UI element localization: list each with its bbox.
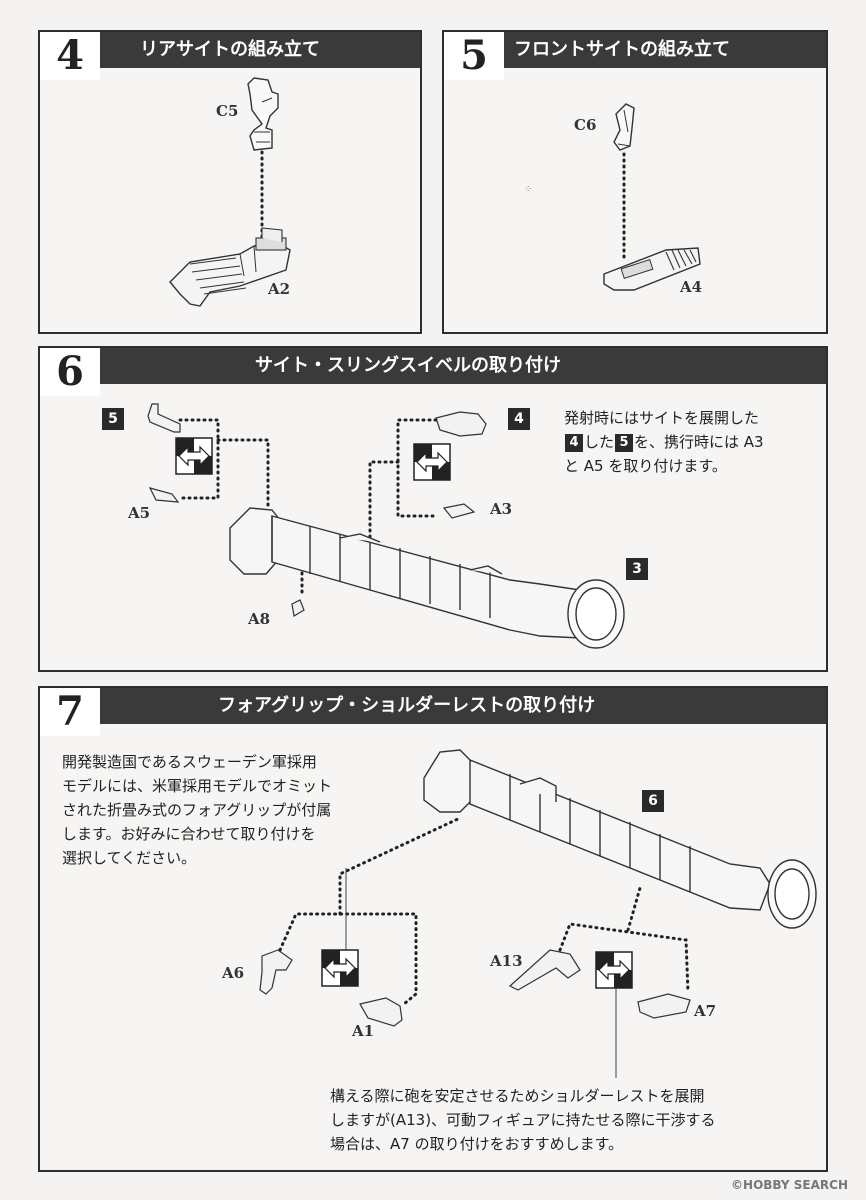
watermark: ©HOBBY SEARCH — [731, 1178, 848, 1192]
step-4-header: リアサイトの組み立て — [40, 32, 420, 68]
swap-arrows-icon — [321, 949, 359, 987]
note-top-line: モデルには、米軍採用モデルでオミット — [62, 777, 333, 795]
step-6-note-line-3: と A5 を取り付けます。 — [564, 457, 727, 475]
step-5-panel: フロントサイトの組み立て 5 ⁘ C6 A4 — [442, 30, 828, 334]
step-6-header: サイト・スリングスイベルの取り付け — [40, 348, 826, 384]
step-7-header: フォアグリップ・ショルダーレストの取り付け — [40, 688, 826, 724]
step-7-panel: フォアグリップ・ショルダーレストの取り付け 7 開発製造国であるスウェーデン軍採… — [38, 686, 828, 1172]
note-bottom-line: 場合は、A7 の取り付けをおすすめします。 — [330, 1135, 624, 1153]
part-c5-rear-sight-icon — [169, 77, 291, 307]
note-top-line: 選択してください。 — [62, 849, 197, 867]
launcher-tube-icon — [229, 507, 625, 649]
svg-text:⁘: ⁘ — [524, 184, 532, 195]
swap-arrows-icon — [595, 951, 633, 989]
label-a3: A3 — [490, 500, 513, 518]
label-a1: A1 — [352, 1022, 375, 1040]
label-a7: A7 — [694, 1002, 717, 1020]
note-bottom-line: しますが(A13)、可動フィギュアに持たせる際に干渉する — [330, 1111, 716, 1129]
inline-ref-5: 5 — [615, 434, 634, 452]
step-5-number: 5 — [444, 32, 504, 80]
note-top-line: します。お好みに合わせて取り付けを — [62, 825, 316, 843]
part-c6-front-sight-icon: ⁘ — [524, 103, 701, 291]
step-6-diagram — [147, 403, 625, 649]
ref-step-5-badge: 5 — [102, 408, 124, 430]
step-4-title: リアサイトの組み立て — [140, 39, 320, 60]
step-6-title: サイト・スリングスイベルの取り付け — [255, 355, 561, 376]
label-a8: A8 — [248, 610, 271, 628]
step-5-title: フロントサイトの組み立て — [514, 39, 730, 60]
step-7-number: 7 — [40, 688, 100, 736]
ref-step-4-badge: 4 — [508, 408, 530, 430]
step-7-diagram — [259, 749, 817, 1078]
note-tail: を、携行時には A3 — [634, 433, 764, 451]
swap-arrows-icon — [175, 437, 213, 475]
label-a13: A13 — [490, 952, 523, 970]
step-6-panel: サイト・スリングスイベルの取り付け 6 5 4 3 — [38, 346, 828, 672]
label-a4: A4 — [680, 278, 703, 296]
inline-ref-4: 4 — [565, 434, 583, 452]
note-bottom-line: 構える際に砲を安定させるためショルダーレストを展開 — [330, 1087, 705, 1105]
step-5-header: フロントサイトの組み立て — [444, 32, 826, 68]
label-c5: C5 — [216, 102, 239, 120]
step-4-panel: リアサイトの組み立て 4 C5 A2 — [38, 30, 422, 334]
note-top-line: された折畳み式のフォアグリップが付属 — [62, 801, 332, 819]
step-7-note-top: 開発製造国であるスウェーデン軍採用 モデルには、米軍採用モデルでオミット された… — [62, 750, 332, 870]
swap-arrows-icon — [413, 443, 451, 481]
note-top-line: 開発製造国であるスウェーデン軍採用 — [62, 753, 317, 771]
label-c6: C6 — [574, 116, 597, 134]
label-a6: A6 — [222, 964, 245, 982]
step-4-number: 4 — [40, 32, 100, 80]
step-7-title: フォアグリップ・ショルダーレストの取り付け — [218, 695, 596, 716]
launcher-tube-icon — [423, 749, 817, 929]
step-7-note-bottom: 構える際に砲を安定させるためショルダーレストを展開 しますが(A13)、可動フィ… — [330, 1084, 715, 1156]
step-6-note-line-1: 発射時にはサイトを展開した — [564, 409, 760, 427]
ref-step-3-badge: 3 — [626, 558, 648, 580]
step-6-number: 6 — [40, 348, 100, 396]
ref-step-6-badge: 6 — [642, 790, 664, 812]
label-a2: A2 — [268, 280, 291, 298]
note-mid: した — [584, 433, 615, 451]
label-a5: A5 — [128, 504, 151, 522]
